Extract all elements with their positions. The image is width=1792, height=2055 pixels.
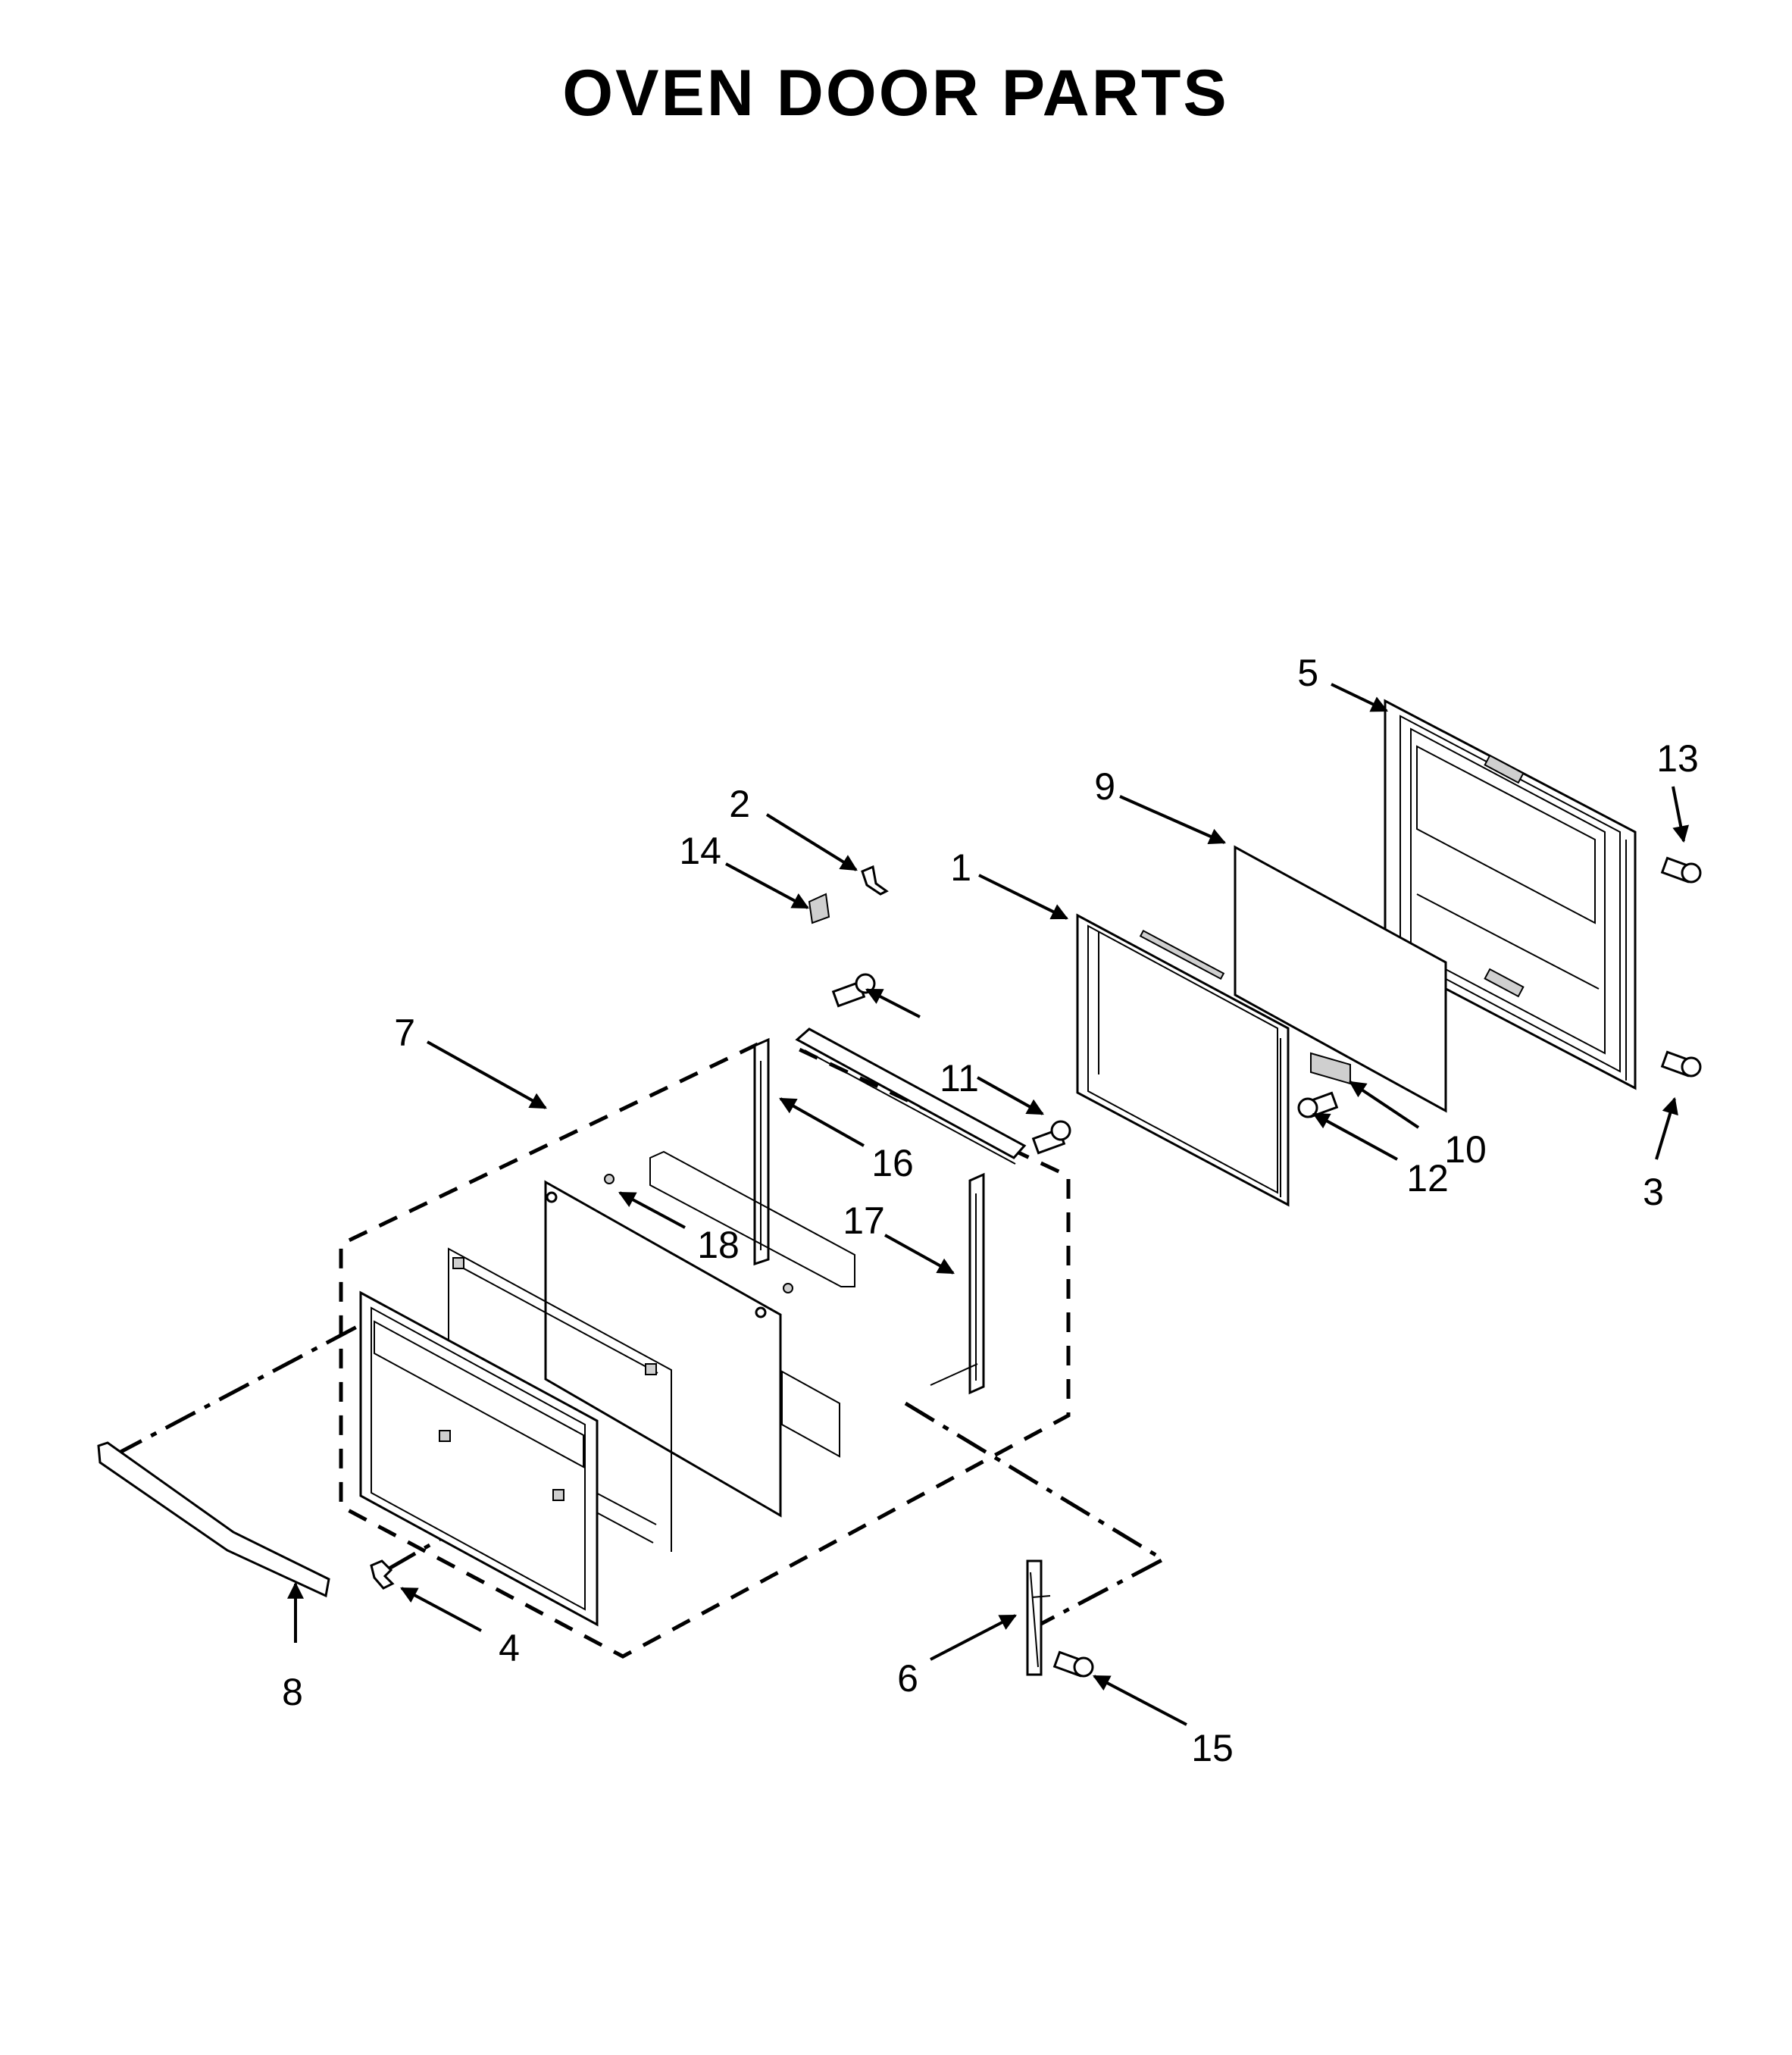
insulation-strip-upper bbox=[649, 1150, 855, 1287]
callout-6: 6 bbox=[897, 1657, 918, 1700]
door-assembly-outline bbox=[339, 1042, 1071, 1659]
page-title: OVEN DOOR PARTS bbox=[562, 57, 1229, 130]
rear-door-frame bbox=[1384, 699, 1637, 1090]
callout-16: 16 bbox=[871, 1142, 914, 1184]
clip-part-2 bbox=[861, 865, 889, 896]
glass-panel bbox=[1234, 845, 1447, 1113]
insulation-strip-lower bbox=[781, 1370, 840, 1458]
grommet-18a bbox=[604, 1174, 615, 1184]
door-handle bbox=[97, 1441, 330, 1598]
side-bracket-right bbox=[930, 1172, 985, 1395]
outer-door-panel bbox=[359, 1290, 599, 1627]
leader-lines bbox=[287, 683, 1690, 1726]
callout-12: 12 bbox=[1406, 1157, 1449, 1200]
callout-9: 9 bbox=[1094, 765, 1115, 808]
hinge-alignment-line bbox=[904, 1401, 1168, 1627]
door-bracket bbox=[1310, 1052, 1351, 1085]
screw-13 bbox=[1660, 856, 1702, 884]
callout-2: 2 bbox=[729, 783, 750, 825]
callout-18: 18 bbox=[697, 1224, 740, 1266]
screw-15 bbox=[1052, 1650, 1094, 1678]
callout-3: 3 bbox=[1643, 1171, 1664, 1213]
callout-4: 4 bbox=[499, 1627, 520, 1669]
inner-door-frame bbox=[1076, 913, 1290, 1207]
screw-11a bbox=[831, 973, 876, 1008]
top-channel bbox=[795, 1028, 1027, 1165]
callout-1: 1 bbox=[950, 846, 971, 889]
callout-15: 15 bbox=[1191, 1727, 1234, 1769]
callout-7: 7 bbox=[394, 1012, 415, 1054]
screw-12 bbox=[1297, 1091, 1339, 1118]
glass-dot-b bbox=[755, 1306, 767, 1318]
callout-11: 11 bbox=[940, 1057, 979, 1099]
screw-3 bbox=[1660, 1050, 1702, 1078]
callout-13: 13 bbox=[1656, 737, 1699, 780]
door-hinge bbox=[1026, 1559, 1051, 1676]
handle-alignment-line-a bbox=[111, 1318, 371, 1459]
callout-17: 17 bbox=[843, 1200, 885, 1242]
callout-10: 10 bbox=[1444, 1128, 1487, 1171]
callout-5: 5 bbox=[1297, 652, 1318, 694]
glass-dot-a bbox=[546, 1191, 558, 1203]
callout-8: 8 bbox=[282, 1671, 303, 1713]
side-bracket-left bbox=[753, 1037, 770, 1266]
clip-part-14 bbox=[808, 893, 830, 924]
clip-part-4 bbox=[370, 1559, 395, 1590]
grommet-18b bbox=[783, 1283, 793, 1293]
screw-11b bbox=[1031, 1120, 1071, 1155]
callout-14: 14 bbox=[679, 830, 721, 872]
